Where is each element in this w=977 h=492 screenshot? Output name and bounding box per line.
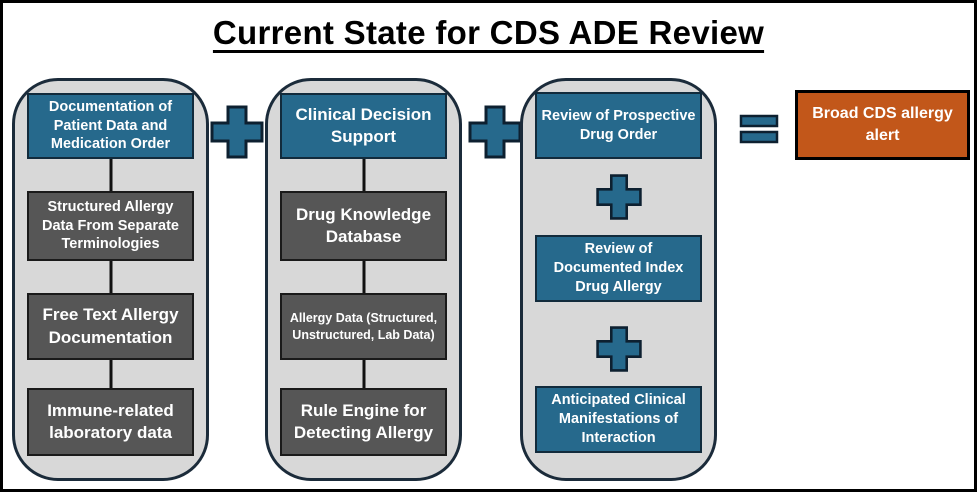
box-free-text-allergy-documentation: Free Text Allergy Documentation	[27, 293, 194, 360]
connector-line	[362, 261, 365, 293]
connector-line	[362, 360, 365, 388]
plus-icon	[467, 104, 523, 160]
connector-line	[109, 159, 112, 191]
connector-line	[362, 159, 365, 191]
connector-line	[109, 360, 112, 388]
box-documentation-of-patient-data: Documentation of Patient Data and Medica…	[27, 93, 194, 159]
equals-icon	[739, 113, 779, 145]
box-review-documented-index-drug-allergy: Review of Documented Index Drug Allergy	[535, 235, 702, 302]
box-immune-related-laboratory-data: Immune-related laboratory data	[27, 388, 194, 456]
page-title: Current State for CDS ADE Review	[212, 14, 765, 51]
box-structured-allergy-data: Structured Allergy Data From Separate Te…	[27, 191, 194, 261]
box-allergy-data-sources: Allergy Data (Structured, Unstructured, …	[280, 293, 447, 360]
column-clinical-decision-support: Clinical Decision Support Drug Knowledge…	[265, 78, 462, 481]
box-anticipated-clinical-manifestations: Anticipated Clinical Manifestations of I…	[535, 386, 702, 453]
plus-icon	[595, 325, 643, 373]
connector-line	[109, 261, 112, 293]
column-pharmacist-review: Review of Prospective Drug Order Review …	[520, 78, 717, 481]
box-review-prospective-drug-order: Review of Prospective Drug Order	[535, 92, 702, 159]
plus-icon	[209, 104, 265, 160]
box-rule-engine: Rule Engine for Detecting Allergy	[280, 388, 447, 456]
result-box-broad-cds-allergy-alert: Broad CDS allergy alert	[795, 90, 970, 160]
column-documentation-inputs: Documentation of Patient Data and Medica…	[12, 78, 209, 481]
box-drug-knowledge-database: Drug Knowledge Database	[280, 191, 447, 261]
box-clinical-decision-support: Clinical Decision Support	[280, 93, 447, 159]
plus-icon	[595, 173, 643, 221]
